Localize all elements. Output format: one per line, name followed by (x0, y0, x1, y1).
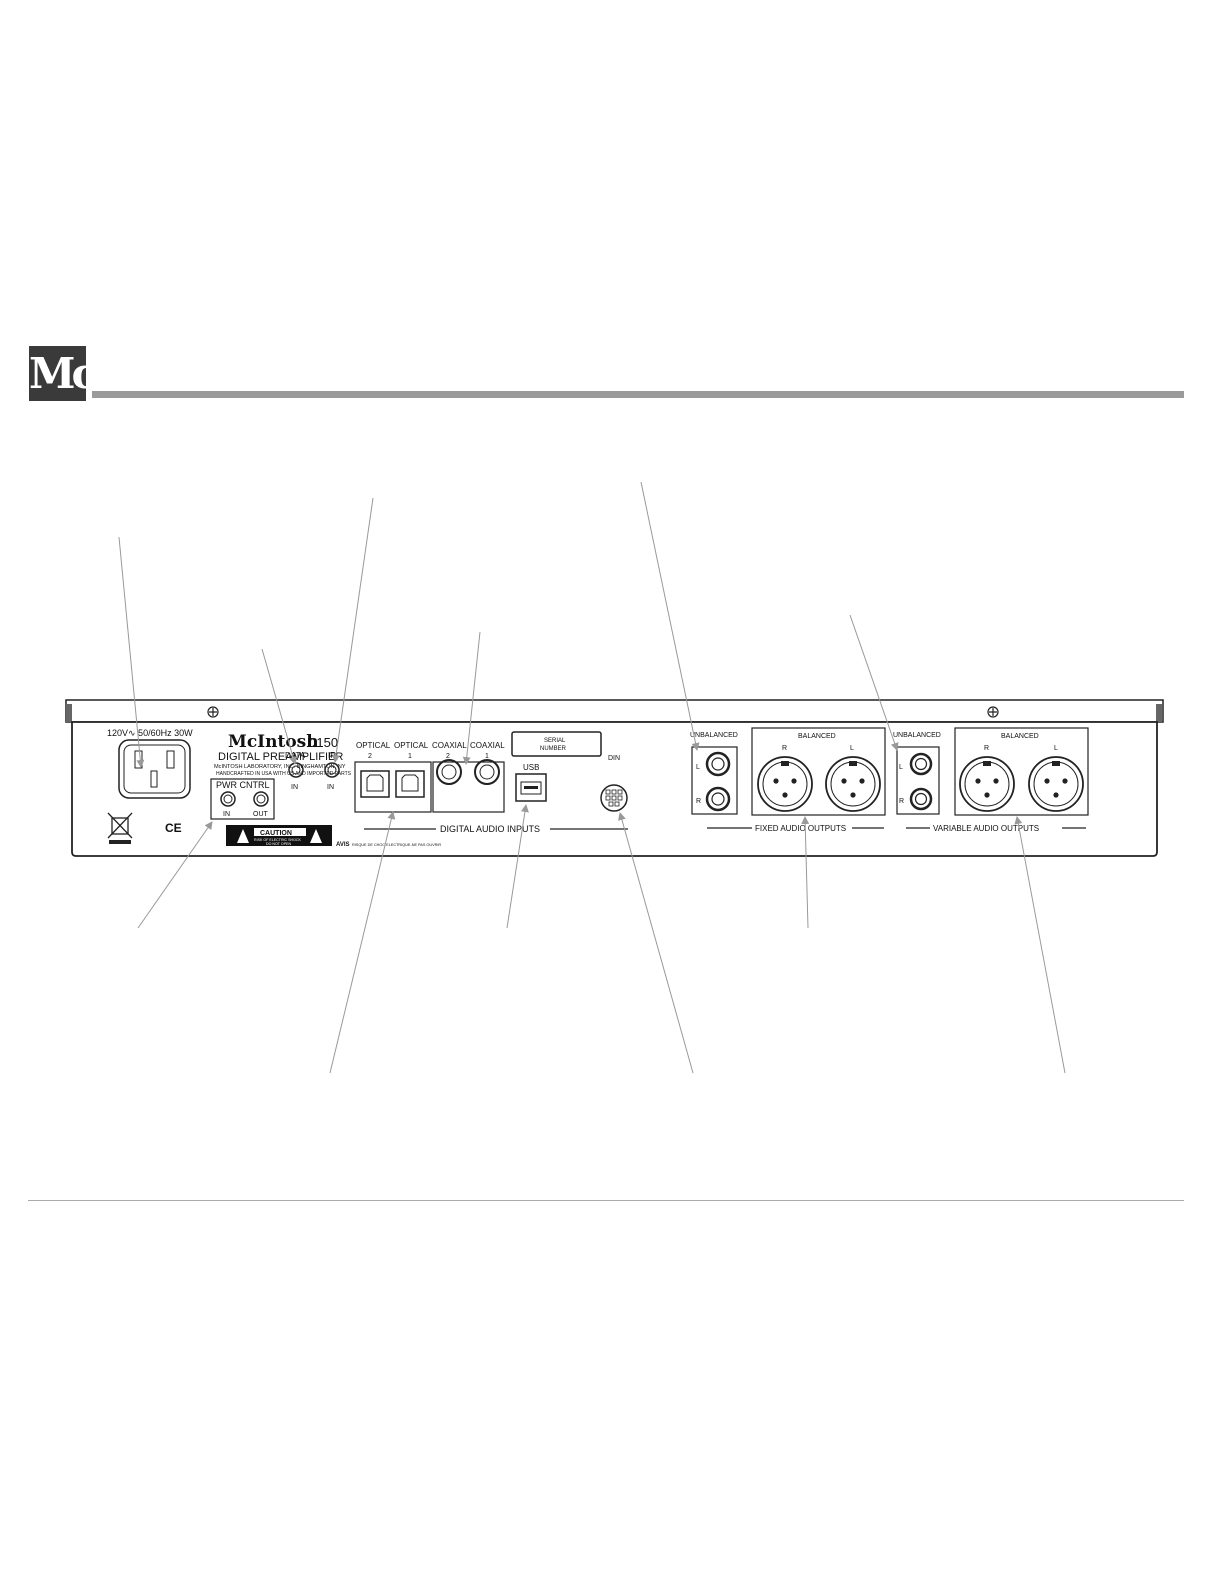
model-name: D150 (307, 735, 338, 750)
variable-outputs-label: VARIABLE AUDIO OUTPUTS (933, 824, 1039, 833)
pwr-out-label: OUT (253, 811, 269, 818)
avis-text: RISQUE DE CHOC ELECTRIQUE-NE PAS OUVRIR (352, 843, 441, 847)
chassis (65, 699, 1164, 857)
ir-in-label: IN (327, 784, 334, 791)
coaxial2-input[interactable] (436, 759, 462, 785)
serial-line1: SERIAL (544, 738, 566, 744)
pwr-cntrl-in-jack[interactable] (220, 791, 236, 807)
mcintosh-logo: Mc (29, 346, 97, 401)
fixed-bal-r-label: R (782, 745, 787, 752)
fixed-unbalanced-label: UNBALANCED (690, 732, 738, 739)
callout-line-optical (329, 811, 396, 1074)
optical1-label: OPTICAL (394, 741, 429, 750)
din-label: DIN (608, 755, 620, 762)
callout-line-ir-in (332, 497, 374, 763)
callout-line-din (618, 812, 694, 1074)
callout-line-data-in (261, 648, 297, 765)
variable-balanced-right-output[interactable] (959, 756, 1015, 812)
fixed-balanced-right-output[interactable] (757, 756, 813, 812)
variable-balanced-label: BALANCED (1001, 733, 1039, 740)
ce-mark: CE (165, 821, 182, 835)
fixed-unbalanced-left-output[interactable] (705, 751, 731, 777)
coaxial1-label: COAXIAL (470, 741, 505, 750)
din-connector[interactable] (600, 784, 628, 812)
coaxial1-number: 1 (485, 753, 489, 760)
pwr-cntrl-box (210, 778, 275, 820)
fixed-outputs-label: FIXED AUDIO OUTPUTS (755, 824, 846, 833)
coaxial1-input[interactable] (474, 759, 500, 785)
data-in-label: IN (291, 784, 298, 791)
serial-line2: NUMBER (540, 746, 567, 752)
pwr-in-label: IN (223, 811, 230, 818)
fixed-unbal-r-label: R (696, 798, 701, 805)
optical1-input[interactable] (395, 770, 425, 798)
caution-line1: RISK OF ELECTRIC SHOCK (254, 838, 302, 842)
usb-label: USB (523, 763, 539, 772)
var-bal-r-label: R (984, 745, 989, 752)
brand-name: McIntosh (228, 732, 319, 752)
ac-power-inlet[interactable] (118, 739, 191, 799)
var-bal-l-label: L (1054, 745, 1058, 752)
handcrafted-line: HANDCRAFTED IN USA WITH US AND IMPORTED … (216, 771, 352, 777)
footer-rule (28, 1200, 1184, 1201)
pwr-cntrl-label: PWR CNTRL (216, 780, 270, 790)
callout-line-variable-unbalanced (849, 614, 899, 751)
header-rule (92, 391, 1184, 398)
optical2-input[interactable] (360, 770, 390, 798)
fixed-balanced-label: BALANCED (798, 733, 836, 740)
optical1-number: 1 (408, 753, 412, 760)
weee-bin-icon (107, 812, 133, 844)
fixed-bal-l-label: L (850, 745, 854, 752)
caution-title: CAUTION (260, 830, 292, 837)
pwr-cntrl-out-jack[interactable] (253, 791, 269, 807)
screw-left-icon (207, 706, 219, 718)
variable-unbalanced-label: UNBALANCED (893, 732, 941, 739)
variable-unbalanced-left-output[interactable] (909, 752, 933, 776)
callout-line-variable-balanced (1014, 816, 1066, 1074)
fixed-balanced-box (751, 727, 886, 816)
power-rating-label: 120V∿ 50/60Hz 30W (107, 728, 193, 738)
screw-right-icon (987, 706, 999, 718)
coaxial2-label: COAXIAL (432, 741, 467, 750)
coaxial2-number: 2 (446, 753, 450, 760)
var-unbal-r-label: R (899, 798, 904, 805)
fixed-unbalanced-box (691, 746, 738, 815)
fixed-balanced-left-output[interactable] (825, 756, 881, 812)
var-unbal-l-label: L (899, 764, 903, 771)
callout-line-usb (506, 804, 529, 929)
callout-line-pwr-cntrl (137, 821, 213, 929)
variable-balanced-box (954, 727, 1089, 816)
variable-unbalanced-box (896, 746, 940, 815)
optical2-label: OPTICAL (356, 741, 391, 750)
company-line: McINTOSH LABORATORY, INC. BINGHAMTON, NY (214, 764, 346, 770)
ir-in-jack[interactable] (324, 762, 340, 778)
avis-label: AVIS (336, 842, 350, 848)
data-label: DATA (285, 751, 306, 760)
product-type: DIGITAL PREAMPLIFIER (218, 751, 343, 763)
serial-number-plate (511, 731, 602, 757)
variable-balanced-left-output[interactable] (1028, 756, 1084, 812)
usb-input[interactable] (515, 773, 547, 802)
callout-line-power-inlet (118, 536, 145, 768)
caution-line2: DO NOT OPEN (266, 842, 291, 846)
optical2-number: 2 (368, 753, 372, 760)
fixed-unbalanced-right-output[interactable] (705, 786, 731, 812)
caution-label (226, 825, 332, 846)
variable-unbalanced-right-output[interactable] (909, 787, 933, 811)
fixed-unbal-l-label: L (696, 764, 700, 771)
callout-line-fixed-balanced (801, 816, 810, 929)
callout-line-coaxial (462, 631, 481, 765)
digital-inputs-label: DIGITAL AUDIO INPUTS (440, 824, 540, 834)
callout-line-fixed-unbalanced (640, 481, 700, 751)
